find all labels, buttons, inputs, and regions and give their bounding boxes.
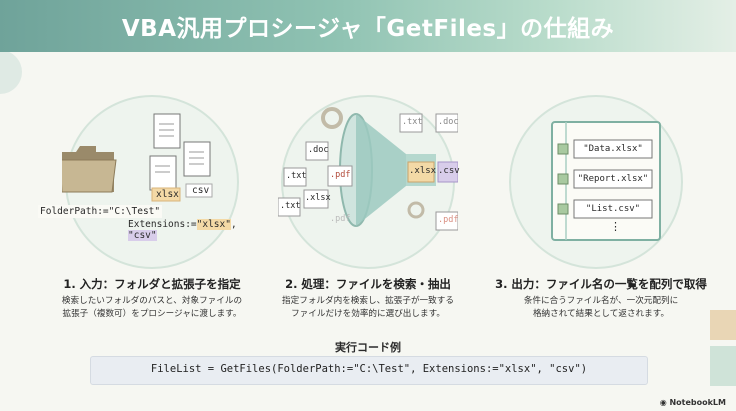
ext-sep: , [230,219,237,230]
doc-tag-box [435,113,458,133]
tag-doc-2: .doc [308,145,329,155]
tag-txt-2: .txt [286,171,307,181]
tag-xlsx-left: .xlsx [305,193,331,203]
gear-icon [321,107,343,129]
xlsx-tag-label: xlsx [156,189,179,200]
array-item-box [573,139,653,159]
code-example-box: FileList = GetFiles(FolderPath:="C:\Test… [90,356,648,385]
extensions-prefix: Extensions:= [128,219,197,230]
tag-txt: .txt [402,117,423,127]
process-desc-line2: ファイルだけを効率的に選び出します。 [291,309,445,319]
item-bullet-icon [557,203,569,215]
input-heading: 1. 入力：フォルダと拡張子を指定 [63,277,241,291]
process-heading: 2. 処理：ファイルを検索・抽出 [285,277,451,291]
xlsx-file-tag [151,187,181,202]
item-bullet-icon [557,173,569,185]
brand-text: NotebookLM [669,398,726,407]
process-panel: .txt .doc .doc .txt .pdf .txt .xlsx .xls… [278,92,460,272]
ext-xlsx: "xlsx" [196,219,231,230]
input-desc-line1: 検索したいフォルダのパスと、対象ファイルの [61,296,243,306]
output-heading: 3. 出力：ファイル名の一覧を配列で取得 [495,277,707,291]
brand-label: ◉ NotebookLM [660,398,726,407]
array-illustration [509,95,683,269]
process-description: 指定フォルダ内を検索し、拡張子が一致する ファイルだけを効率的に選び出します。 [263,295,473,321]
array-item-1: "Report.xlsx" [577,174,649,184]
extensions-label: Extensions:="xlsx", "csv" [128,219,242,241]
txt-tag-box [399,113,423,133]
folder-icon [62,146,117,193]
decorative-corner-left [0,52,22,94]
pdf-tag-box-center [327,165,353,187]
item-bullet-icon [557,143,569,155]
document-icon [149,155,177,191]
input-desc-line2: 拡張子（複数可）をプロシージャに渡します。 [62,309,242,319]
xlsx-tag-box-output [407,161,435,183]
array-ellipsis: ⋮ [610,220,621,233]
array-item-2: "List.csv" [585,204,641,214]
ext-csv: "csv" [128,230,157,241]
array-item-box [573,169,653,189]
output-desc-line2: 格納されて結果として返されます。 [532,309,670,319]
title-banner [0,0,736,52]
output-description: 条件に合うファイル名が、一次元配列に 格納されて結果として返されます。 [496,295,706,321]
output-desc-line1: 条件に合うファイル名が、一次元配列に [523,296,679,306]
xlsx-tag-box-left [303,189,329,209]
tag-pdf-right: .pdf [438,215,459,225]
input-illustration [62,95,239,269]
document-icon [153,113,181,149]
document-icon [183,141,211,177]
csv-tag-box-output [437,161,458,183]
txt-tag-box-2 [283,167,307,187]
array-item-0: "Data.xlsx" [583,144,643,154]
csv-file-tag [185,183,213,198]
tag-pdf: .pdf [330,170,351,180]
tag-txt-3: .txt [280,201,301,211]
tag-xlsx-output: .xlsx [409,166,437,176]
tag-doc: .doc [438,117,459,127]
code-example-line: FileList = GetFiles(FolderPath:="C:\Test… [150,363,588,375]
input-panel: xlsx csv FolderPath:="C:\Test" Extension… [38,92,242,272]
page-title: VBA汎用プロシージャ「GetFiles」の仕組み [121,16,615,42]
doc-tag-box-2 [305,141,329,161]
tag-csv-output: .csv [438,166,460,176]
input-description: 検索したいフォルダのパスと、対象ファイルの 拡張子（複数可）をプロシージャに渡し… [47,295,257,321]
process-desc-line1: 指定フォルダ内を検索し、拡張子が一致する [282,296,454,306]
funnel-illustration [278,95,458,269]
array-item-box [573,199,653,219]
folder-path-label: FolderPath:="C:\Test" [38,205,163,218]
output-panel: "Data.xlsx" "Report.xlsx" "List.csv" ⋮ [506,92,686,272]
brand-logo-icon: ◉ [659,398,670,407]
decorative-corner-right [710,310,736,386]
csv-tag-label: csv [192,185,210,196]
gear-icon [407,201,425,219]
txt-tag-box-3 [278,197,301,217]
code-example-title: 実行コード例 [335,341,401,354]
pdf-tag-box-right [435,211,458,231]
tag-pdf-2: .pdf [330,214,351,224]
